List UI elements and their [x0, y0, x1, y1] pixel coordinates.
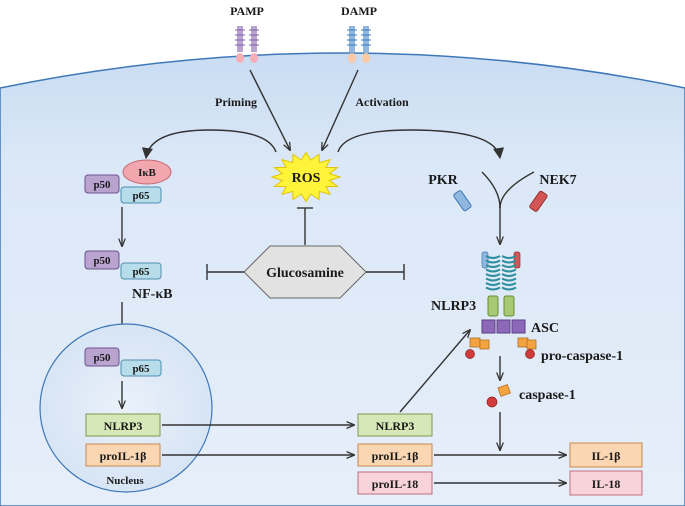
- nucleus-nlrp3-box: [85, 413, 161, 437]
- cyto-proil18-label: proIL-18: [372, 477, 418, 491]
- p50-block-3: [84, 347, 120, 367]
- nucleus-label: Nucleus: [106, 475, 144, 487]
- p65-block-1: [120, 186, 162, 204]
- procaspase1-label: pro-caspase-1: [541, 349, 623, 364]
- ikb-label: IκB: [138, 167, 156, 179]
- pkr-label: PKR: [428, 173, 458, 188]
- cyto-proil1b-box: [357, 443, 433, 467]
- il1b-box: [569, 442, 643, 468]
- nfkb-label: NF-κB: [132, 287, 172, 302]
- nek7-label: NEK7: [539, 173, 576, 188]
- p50-label-1: p50: [93, 179, 111, 191]
- nucleus-proil1b-label: proIL-1β: [100, 449, 147, 463]
- nlrp3-inflammasome-icon: [465, 251, 537, 359]
- damp-label: DAMP: [341, 4, 377, 18]
- cyto-nlrp3-label: NLRP3: [376, 419, 415, 433]
- p65-block-3: [120, 359, 162, 377]
- nucleus-proil1b-box: [85, 443, 161, 467]
- caspase1-icon: [486, 384, 511, 408]
- inhibition-lines: [206, 207, 405, 280]
- p50-label-2: p50: [93, 255, 111, 267]
- il18-label: IL-18: [592, 477, 621, 491]
- pamp-receptor-icon: [235, 26, 259, 63]
- ros-burst: [270, 151, 342, 203]
- p50-block-1: [84, 174, 120, 194]
- p65-label-1: p65: [132, 190, 150, 202]
- ros-label: ROS: [292, 171, 321, 186]
- p65-block-2: [120, 262, 162, 280]
- nucleus: [39, 323, 213, 493]
- cyto-proil18-box: [357, 471, 433, 495]
- cyto-nlrp3-box: [357, 413, 433, 437]
- nlrp3-inflammasome-label: NLRP3: [431, 299, 476, 314]
- glucosamine-label: Glucosamine: [266, 266, 344, 281]
- p65-label-3: p65: [132, 363, 150, 375]
- caspase1-label: caspase-1: [519, 388, 576, 403]
- activation-label: Activation: [355, 95, 409, 109]
- il18-box: [569, 470, 643, 496]
- il1b-label: IL-1β: [592, 449, 621, 463]
- asc-label: ASC: [531, 321, 559, 336]
- priming-label: Priming: [215, 95, 257, 109]
- pamp-label: PAMP: [230, 4, 264, 18]
- pkr-icon: [453, 190, 472, 212]
- p50-block-2: [84, 250, 120, 270]
- p65-label-2: p65: [132, 266, 150, 278]
- damp-receptor-icon: [347, 26, 371, 63]
- ikb-oval: [122, 159, 172, 185]
- nek7-icon: [529, 190, 548, 212]
- p50-label-3: p50: [93, 352, 111, 364]
- nucleus-nlrp3-label: NLRP3: [104, 419, 143, 433]
- cyto-proil1b-label: proIL-1β: [372, 449, 419, 463]
